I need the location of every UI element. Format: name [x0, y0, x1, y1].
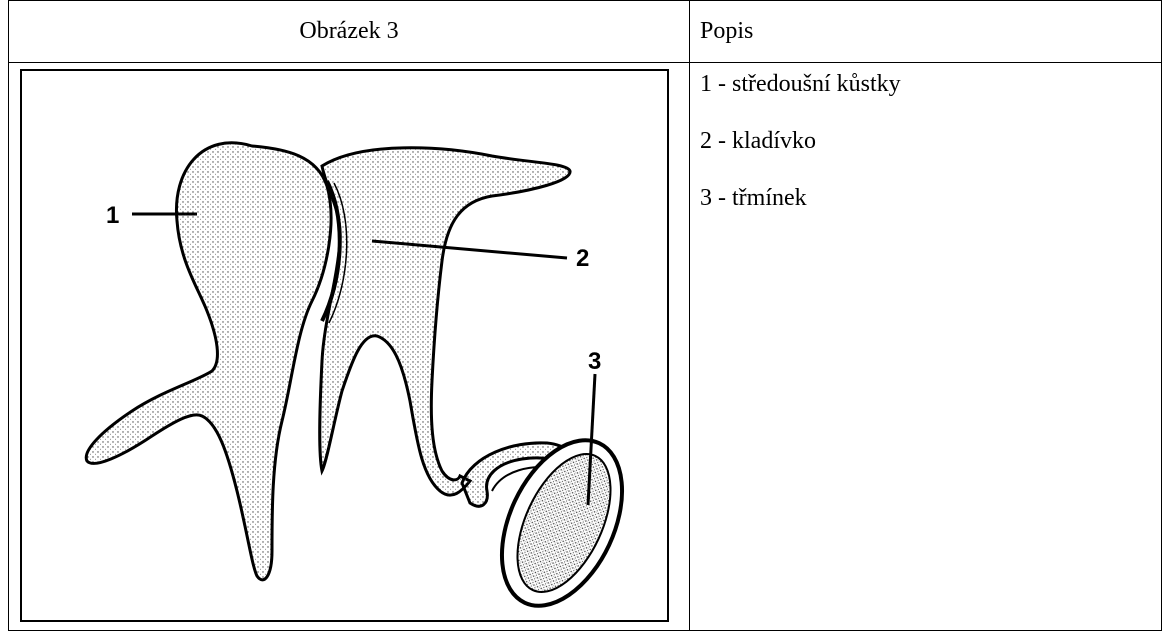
figure-label-3: 3 [588, 348, 601, 375]
malleus-shape [86, 143, 331, 580]
figure-header-cell: Obrázek 3 [9, 1, 690, 63]
description-cell: 1 - středoušní kůstky 2 - kladívko 3 - t… [690, 63, 1162, 631]
table-header-row: Obrázek 3 Popis [9, 1, 1162, 63]
figure-label-1: 1 [106, 202, 119, 229]
figure-label-2: 2 [576, 245, 589, 272]
ossicles-illustration: 1 2 3 [22, 71, 667, 620]
description-item: 3 - třmínek [700, 183, 1161, 235]
description-item: 1 - středoušní kůstky [700, 69, 1161, 121]
figure-cell: 1 2 3 [9, 63, 690, 631]
description-item: 2 - kladívko [700, 126, 1161, 178]
ossicles-figure: 1 2 3 [20, 69, 669, 622]
figure-table: Obrázek 3 Popis [8, 0, 1162, 631]
table-body-row: 1 2 3 1 - středoušní kůstky 2 - kladívko… [9, 63, 1162, 631]
description-header-cell: Popis [690, 1, 1162, 63]
description-list: 1 - středoušní kůstky 2 - kladívko 3 - t… [690, 69, 1161, 235]
